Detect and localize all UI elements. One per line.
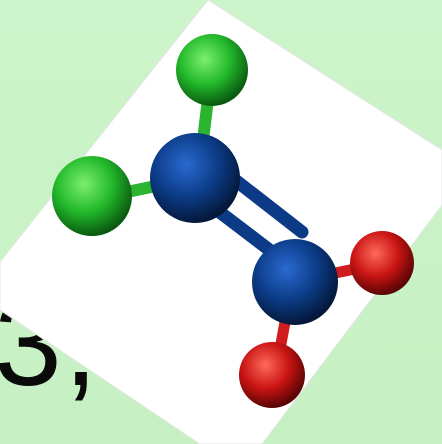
red-atom-right xyxy=(350,231,414,295)
blue-atom-upper xyxy=(150,133,240,223)
green-atom-top xyxy=(176,34,248,106)
red-atom-bottom xyxy=(239,342,305,408)
blue-atom-lower xyxy=(252,239,338,325)
green-atom-left xyxy=(52,156,132,236)
